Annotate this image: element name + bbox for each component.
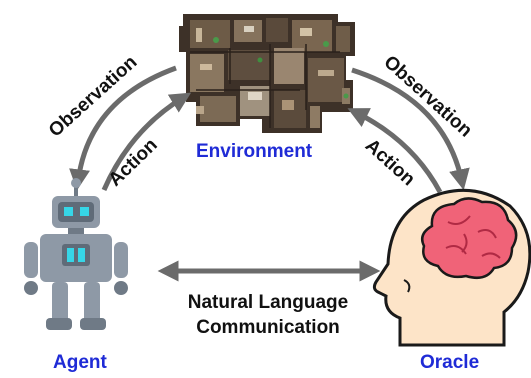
- robot-icon: [24, 178, 128, 330]
- agent-label: Agent: [53, 352, 107, 373]
- oracle-label: Oracle: [420, 352, 480, 373]
- right-action-arrow: [347, 108, 443, 194]
- human-head-brain-icon: [372, 188, 531, 347]
- environment-floorplan-image: [179, 14, 355, 133]
- left-action-arrow: [101, 92, 192, 191]
- environment-label: Environment: [196, 141, 313, 162]
- communication-label-line2: Communication: [196, 317, 340, 338]
- right-observation-arrow: [351, 67, 470, 191]
- communication-label-line1: Natural Language: [187, 292, 349, 313]
- left-observation-arrow: [69, 65, 177, 191]
